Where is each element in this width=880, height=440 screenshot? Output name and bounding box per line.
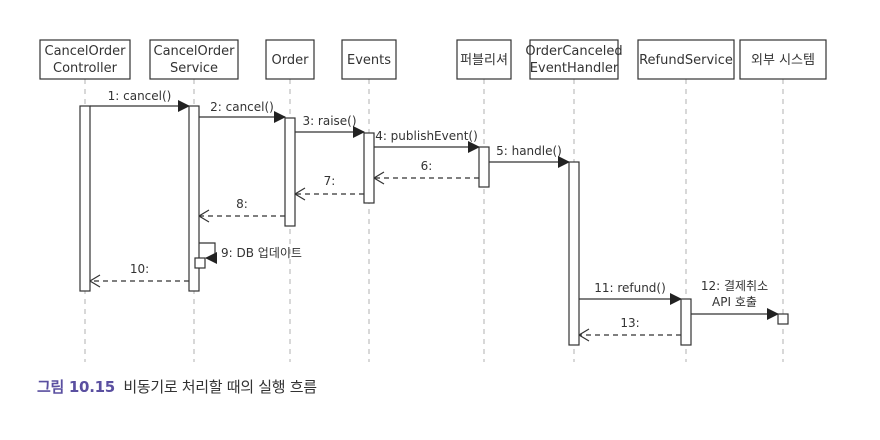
participant-box bbox=[39, 39, 131, 80]
activation-handler bbox=[568, 161, 580, 346]
message-label: 1: cancel() bbox=[108, 89, 172, 103]
activation-events bbox=[363, 132, 375, 204]
activation-service-self bbox=[194, 257, 206, 269]
activation-service bbox=[188, 105, 200, 292]
message-label: 4: publishEvent() bbox=[375, 129, 478, 143]
participant-box bbox=[265, 39, 315, 80]
participant-box bbox=[529, 39, 619, 80]
message-label: 12: 결제취소 bbox=[701, 279, 768, 293]
message-label: 11: refund() bbox=[594, 281, 666, 295]
message-13 bbox=[577, 328, 681, 342]
message-label: 10: bbox=[130, 262, 149, 276]
message-label: 9: DB 업데이트 bbox=[221, 246, 302, 260]
message-8 bbox=[197, 209, 285, 223]
message-label: 5: handle() bbox=[496, 144, 562, 158]
figure-caption: 그림 10.15 비동기로 처리할 때의 실행 흐름 bbox=[37, 376, 317, 397]
participant-label: Order bbox=[272, 53, 310, 68]
participant-box bbox=[149, 39, 239, 80]
participant-label: Events bbox=[347, 53, 391, 68]
participant-publisher: 퍼블리셔 bbox=[456, 39, 512, 80]
participant-label: EventHandler bbox=[530, 61, 619, 76]
participant-label: 퍼블리셔 bbox=[460, 53, 508, 68]
participant-label: CancelOrder bbox=[45, 44, 127, 59]
figure-caption-text: 비동기로 처리할 때의 실행 흐름 bbox=[123, 378, 317, 396]
activation-controller bbox=[79, 105, 91, 292]
message-label: 2: cancel() bbox=[210, 100, 274, 114]
participant-label: Controller bbox=[53, 61, 118, 76]
participant-refund: RefundService bbox=[637, 39, 735, 80]
message-10 bbox=[88, 274, 189, 288]
activation-publisher bbox=[478, 146, 490, 188]
activation-refund bbox=[680, 298, 692, 346]
message-label: 13: bbox=[620, 316, 639, 330]
participant-label: OrderCanceled bbox=[525, 44, 622, 59]
participant-events: Events bbox=[341, 39, 397, 80]
message-label: 7: bbox=[324, 174, 336, 188]
participant-box bbox=[456, 39, 512, 80]
figure-number: 그림 10.15 bbox=[37, 378, 115, 396]
participant-box bbox=[739, 39, 827, 80]
activation-external bbox=[777, 313, 789, 325]
message-6 bbox=[372, 171, 479, 185]
message-label: API 호출 bbox=[712, 295, 757, 309]
message-7 bbox=[293, 187, 364, 201]
message-label: 3: raise() bbox=[302, 114, 356, 128]
participant-label: 외부 시스템 bbox=[751, 53, 815, 68]
message-9 bbox=[199, 242, 217, 264]
participant-label: Service bbox=[170, 61, 218, 76]
activation-order bbox=[284, 117, 296, 227]
message-arrow bbox=[199, 242, 217, 264]
participant-box bbox=[637, 39, 735, 80]
participant-label: RefundService bbox=[639, 53, 733, 68]
participant-external: 외부 시스템 bbox=[739, 39, 827, 80]
participant-box bbox=[341, 39, 397, 80]
participant-order: Order bbox=[265, 39, 315, 80]
participant-label: CancelOrder bbox=[154, 44, 236, 59]
message-label: 6: bbox=[421, 159, 433, 173]
message-label: 8: bbox=[236, 197, 248, 211]
